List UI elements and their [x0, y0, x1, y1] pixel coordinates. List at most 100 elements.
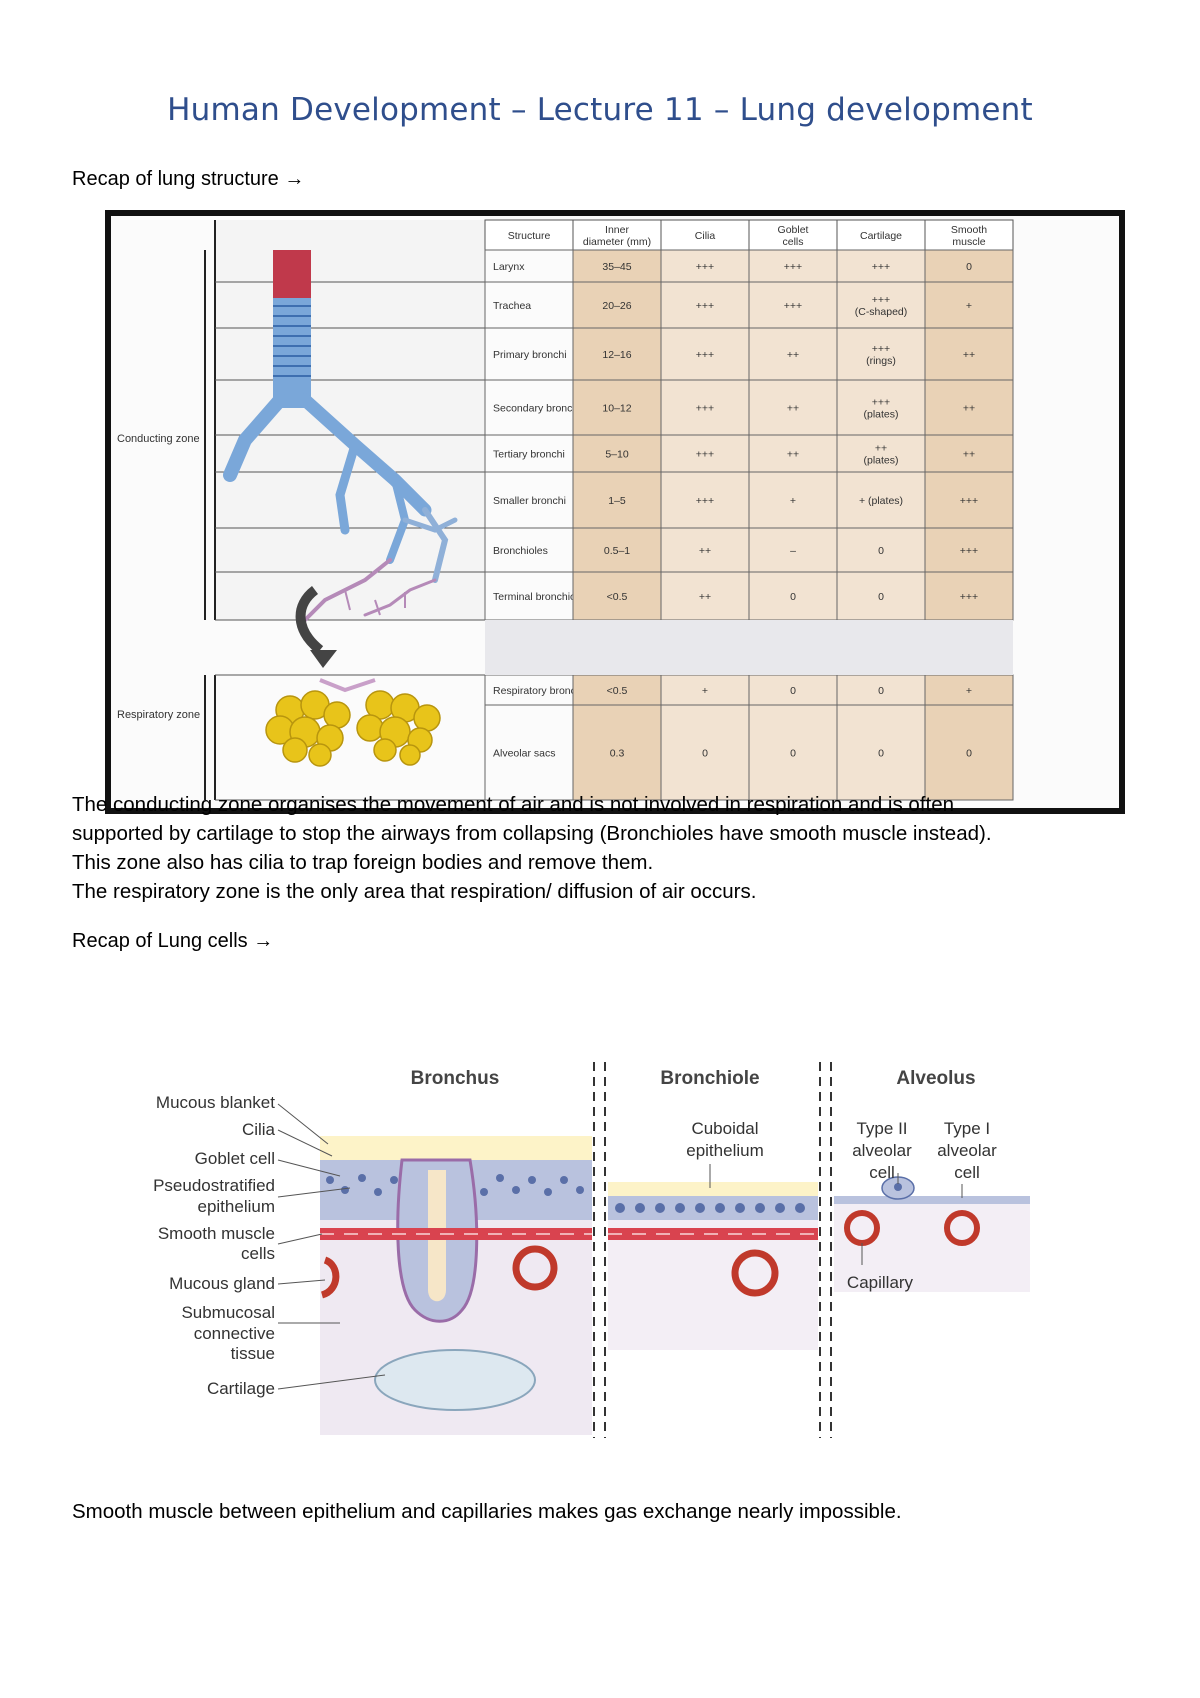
label-cilia: Cilia: [242, 1120, 276, 1139]
table-header-cell: Cilia: [695, 230, 716, 242]
table-cell: 0: [790, 748, 796, 760]
table-cell: ++: [787, 403, 799, 415]
table-cell: +++: [784, 261, 802, 273]
table-cell: <0.5: [607, 591, 628, 603]
table-cell: (C-shaped): [855, 306, 908, 318]
table-cell: ++: [875, 443, 887, 455]
table-cell: 0: [878, 545, 884, 557]
table-row-label: Secondary bronchi: [493, 403, 581, 415]
table-cell: 1–5: [608, 495, 626, 507]
table-row-label: Bronchioles: [493, 545, 548, 557]
label-capillary: Capillary: [847, 1273, 914, 1292]
table-cell: 0.5–1: [604, 545, 630, 557]
lung-cells-figure: Bronchus Bronchiole Alveolus Muc: [153, 1062, 1030, 1438]
conducting-zone-label: Conducting zone: [117, 433, 200, 445]
table-cell: (rings): [866, 355, 896, 367]
closing-sentence: Smooth muscle between epithelium and cap…: [72, 1500, 902, 1523]
recap-structure-heading: Recap of lung structure →: [72, 168, 305, 190]
table-header-cell: Inner: [605, 224, 629, 236]
table-row-label: Terminal bronchioles: [493, 591, 589, 603]
table-cell: +++: [696, 349, 714, 361]
table-cell: (plates): [863, 409, 898, 421]
table-header-cell: cells: [782, 236, 803, 248]
table-cell: +++: [872, 294, 890, 306]
table-cell: ++: [963, 403, 975, 415]
label-type2: Type II: [856, 1119, 907, 1138]
label-tissue: tissue: [231, 1344, 275, 1363]
label-type1-cell: cell: [954, 1163, 980, 1182]
airway-tree-illustration: [223, 250, 458, 767]
table-cell: 0: [790, 591, 796, 603]
table-cell: +++: [784, 300, 802, 312]
table-header-cell: Smooth: [951, 224, 987, 236]
table-cell: +: [966, 685, 972, 697]
label-goblet-cell: Goblet cell: [195, 1149, 275, 1168]
label-cuboidal-epithelium: epithelium: [686, 1141, 764, 1160]
table-row-label: Tertiary bronchi: [493, 449, 565, 461]
label-type2-alveolar: alveolar: [852, 1141, 912, 1160]
table-cell: ++: [699, 591, 711, 603]
lung-structure-figure: Conducting zone Respiratory zone: [105, 210, 1125, 814]
table-cell: +++: [872, 397, 890, 409]
table-cell: ++: [963, 349, 975, 361]
table-cell: 0: [702, 748, 708, 760]
label-epithelium: epithelium: [198, 1197, 276, 1216]
table-cell: +++: [696, 403, 714, 415]
table-cell: +++: [696, 261, 714, 273]
table-cell: 20–26: [602, 300, 631, 312]
table-cell: 0.3: [610, 748, 625, 760]
table-cell: <0.5: [607, 685, 628, 697]
table-cell: ++: [699, 545, 711, 557]
table-cell: 12–16: [602, 349, 631, 361]
table-cell: ++: [787, 449, 799, 461]
label-type1-alveolar: alveolar: [937, 1141, 997, 1160]
table-cell: –: [790, 545, 796, 557]
label-cartilage: Cartilage: [207, 1379, 275, 1398]
table-row-label: Smaller bronchi: [493, 495, 566, 507]
label-type2-cell: cell: [869, 1163, 895, 1182]
label-pseudostratified: Pseudostratified: [153, 1176, 275, 1195]
table-cell: 0: [878, 748, 884, 760]
paragraph-line: This zone also has cilia to trap foreign…: [72, 851, 654, 874]
recap-cells-heading: Recap of Lung cells →: [72, 930, 274, 952]
table-cell: 0: [966, 748, 972, 760]
table-cell: +++: [872, 343, 890, 355]
table-cell: 0: [966, 261, 972, 273]
table-cell: ++: [787, 349, 799, 361]
table-cell: + (plates): [859, 495, 903, 507]
table-cell: +++: [696, 449, 714, 461]
label-cuboidal: Cuboidal: [691, 1119, 758, 1138]
table-cell: +: [966, 300, 972, 312]
table-cell: 35–45: [602, 261, 631, 273]
table-row-label: Primary bronchi: [493, 349, 567, 361]
paragraph-line: supported by cartilage to stop the airwa…: [72, 822, 992, 845]
label-cells: cells: [241, 1244, 275, 1263]
table-row-label: Trachea: [493, 300, 531, 312]
label-mucous-gland: Mucous gland: [169, 1274, 275, 1293]
table-cell: 0: [878, 591, 884, 603]
table-header-cell: diameter (mm): [583, 236, 651, 248]
table-cell: ++: [963, 449, 975, 461]
table-cell: +++: [960, 545, 978, 557]
table-cell: +: [790, 495, 796, 507]
table-header-cell: Structure: [508, 230, 551, 242]
paragraph-line: The conducting zone organises the moveme…: [72, 793, 955, 816]
table-cell: 0: [878, 685, 884, 697]
table-cell: +++: [696, 300, 714, 312]
label-smooth-muscle: Smooth muscle: [158, 1224, 275, 1243]
table-header-cell: muscle: [952, 236, 985, 248]
label-type1: Type I: [944, 1119, 990, 1138]
table-header-cell: Cartilage: [860, 230, 902, 242]
section-title-bronchus: Bronchus: [411, 1068, 500, 1089]
table-cell: (plates): [863, 455, 898, 467]
label-submucosal: Submucosal: [181, 1303, 275, 1322]
table-row-label: Larynx: [493, 261, 525, 273]
label-mucous-blanket: Mucous blanket: [156, 1093, 275, 1112]
table-header-cell: Goblet: [778, 224, 809, 236]
table-row-label: Alveolar sacs: [493, 748, 555, 760]
table-cell: 0: [790, 685, 796, 697]
respiratory-zone-label: Respiratory zone: [117, 709, 200, 721]
section-title-alveolus: Alveolus: [896, 1068, 975, 1089]
table-cell: 5–10: [605, 449, 629, 461]
